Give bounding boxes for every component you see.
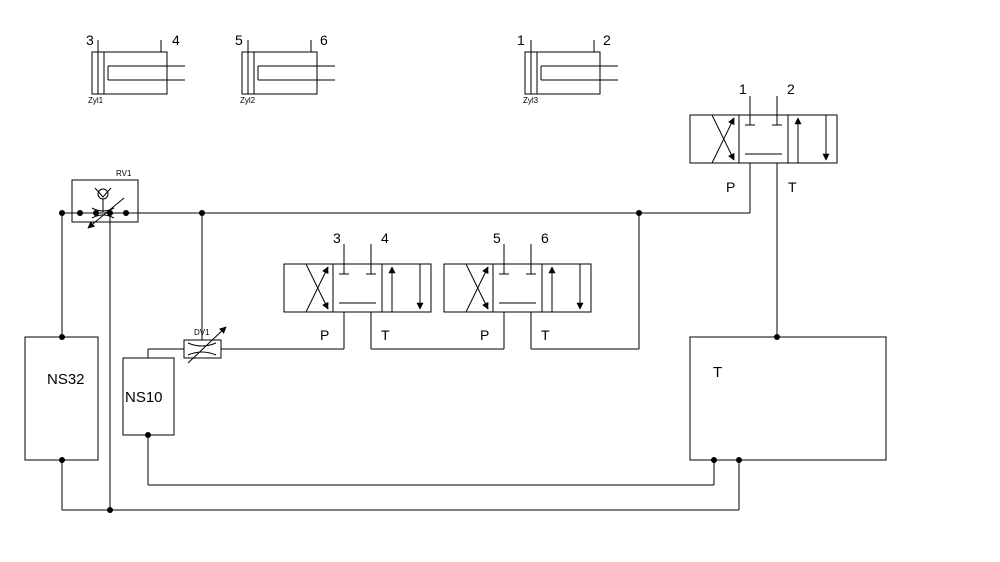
valve1-port-t: T [788, 179, 797, 195]
tank: T [689, 336, 887, 461]
valve2-port-p: P [320, 327, 329, 343]
zyl3-port-left: 1 [517, 32, 525, 48]
flow-valve-dv1: DV1 [183, 326, 227, 364]
junction-dots [59, 210, 780, 513]
directional-valve-2: 3 4 P T [283, 230, 432, 343]
ns32-label: NS32 [47, 371, 85, 388]
zyl1-port-right: 4 [172, 32, 180, 48]
rv1-label: RV1 [116, 169, 132, 178]
cylinder-zyl3: 1 2 Zyl3 [517, 32, 618, 105]
zyl1-label: Zyl1 [88, 96, 104, 105]
valve3-port-b: 6 [541, 230, 549, 246]
zyl2-port-left: 5 [235, 32, 243, 48]
zyl2-port-right: 6 [320, 32, 328, 48]
zyl3-label: Zyl3 [523, 96, 539, 105]
valve3-port-a: 5 [493, 230, 501, 246]
valve2-port-a: 3 [333, 230, 341, 246]
pump-ns32: NS32 [24, 336, 99, 461]
connection-lines [61, 163, 778, 511]
valve3-port-t: T [541, 327, 550, 343]
directional-valve-1: 1 2 P T [689, 81, 838, 195]
valve2-port-t: T [381, 327, 390, 343]
ns10-label: NS10 [125, 389, 163, 406]
relief-valve-rv1: RV1 [71, 169, 139, 229]
directional-valve-3: 5 6 P T [443, 230, 592, 343]
valve3-port-p: P [480, 327, 489, 343]
zyl3-port-right: 2 [603, 32, 611, 48]
valve1-port-a: 1 [739, 81, 747, 97]
cylinder-zyl1: 3 4 Zyl1 [86, 32, 185, 105]
tank-label: T [713, 364, 722, 381]
zyl1-port-left: 3 [86, 32, 94, 48]
zyl2-label: Zyl2 [240, 96, 256, 105]
valve1-port-b: 2 [787, 81, 795, 97]
valve2-port-b: 4 [381, 230, 389, 246]
valve1-port-p: P [726, 179, 735, 195]
cylinder-zyl2: 5 6 Zyl2 [235, 32, 335, 105]
pump-ns10: NS10 [122, 357, 175, 436]
